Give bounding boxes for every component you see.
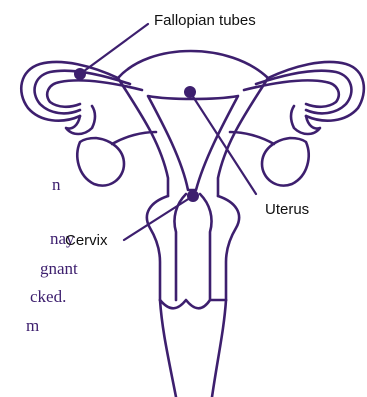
cervix-right-inner <box>200 194 212 300</box>
uterus-outline <box>118 51 268 196</box>
fallopian-tubes-label: Fallopian tubes <box>154 12 256 29</box>
side-text-line-1: n <box>52 175 61 194</box>
side-text-line-5: m <box>26 316 39 335</box>
vagina-left-wall <box>160 300 176 397</box>
left-fallopian-tube <box>21 62 156 186</box>
cervix-leader <box>124 196 193 240</box>
right-fallopian-tube <box>230 62 364 186</box>
side-paragraph: n nay gnant cked. m <box>26 175 78 335</box>
cervix-left-inner <box>174 194 186 300</box>
cervix-and-vagina <box>147 194 239 397</box>
cervix-label: Cervix <box>65 232 108 249</box>
side-text-line-4: cked. <box>30 287 66 306</box>
uterus-label: Uterus <box>265 201 309 218</box>
uterus-top-arch <box>118 51 268 78</box>
right-ovarian-ligament <box>230 132 274 144</box>
vaginal-opening <box>160 300 226 308</box>
cervix-right-outer <box>218 196 239 300</box>
left-ovarian-ligament <box>112 132 156 144</box>
side-text-line-3: gnant <box>40 259 78 278</box>
uterus-inner-cavity <box>148 96 238 190</box>
right-ovary <box>262 138 309 186</box>
left-ovary <box>77 138 124 186</box>
fallopian-tubes-leader <box>80 24 148 74</box>
vagina-right-wall <box>212 300 226 397</box>
cervix-left-outer <box>147 196 168 300</box>
